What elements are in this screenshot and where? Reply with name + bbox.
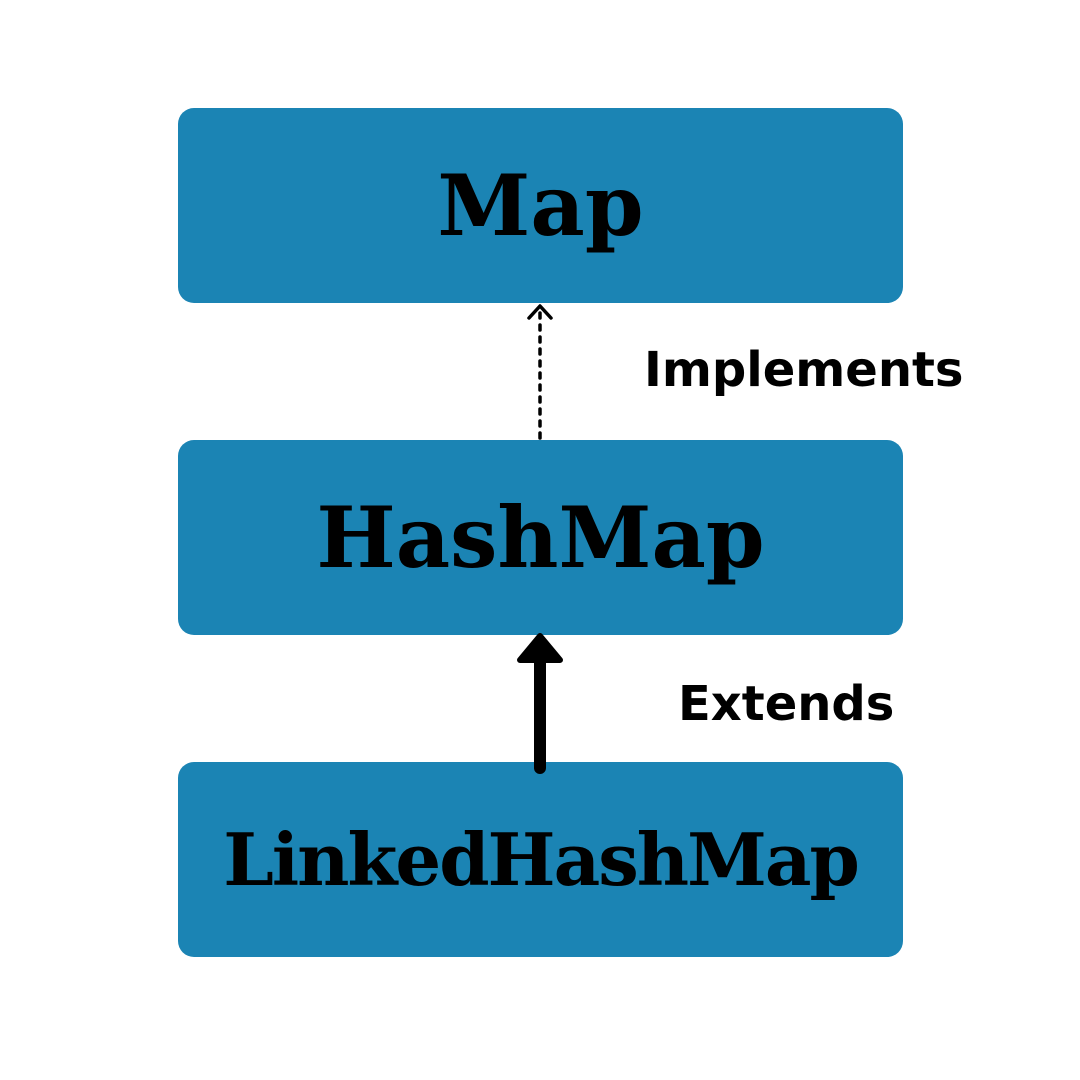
implements-arrow-head: [527, 304, 553, 320]
hashmap-node: HashMap: [178, 440, 903, 635]
map-node-label: Map: [437, 156, 644, 255]
implements-label: Implements: [644, 342, 964, 398]
implements-arrow: [527, 304, 553, 440]
hashmap-node-label: HashMap: [316, 488, 765, 587]
linkedhashmap-node-label: LinkedHashMap: [223, 817, 860, 902]
extends-arrow-head: [517, 633, 563, 663]
extends-arrow: [517, 633, 563, 774]
linkedhashmap-node: LinkedHashMap: [178, 762, 903, 957]
extends-label: Extends: [678, 676, 895, 732]
map-node: Map: [178, 108, 903, 303]
